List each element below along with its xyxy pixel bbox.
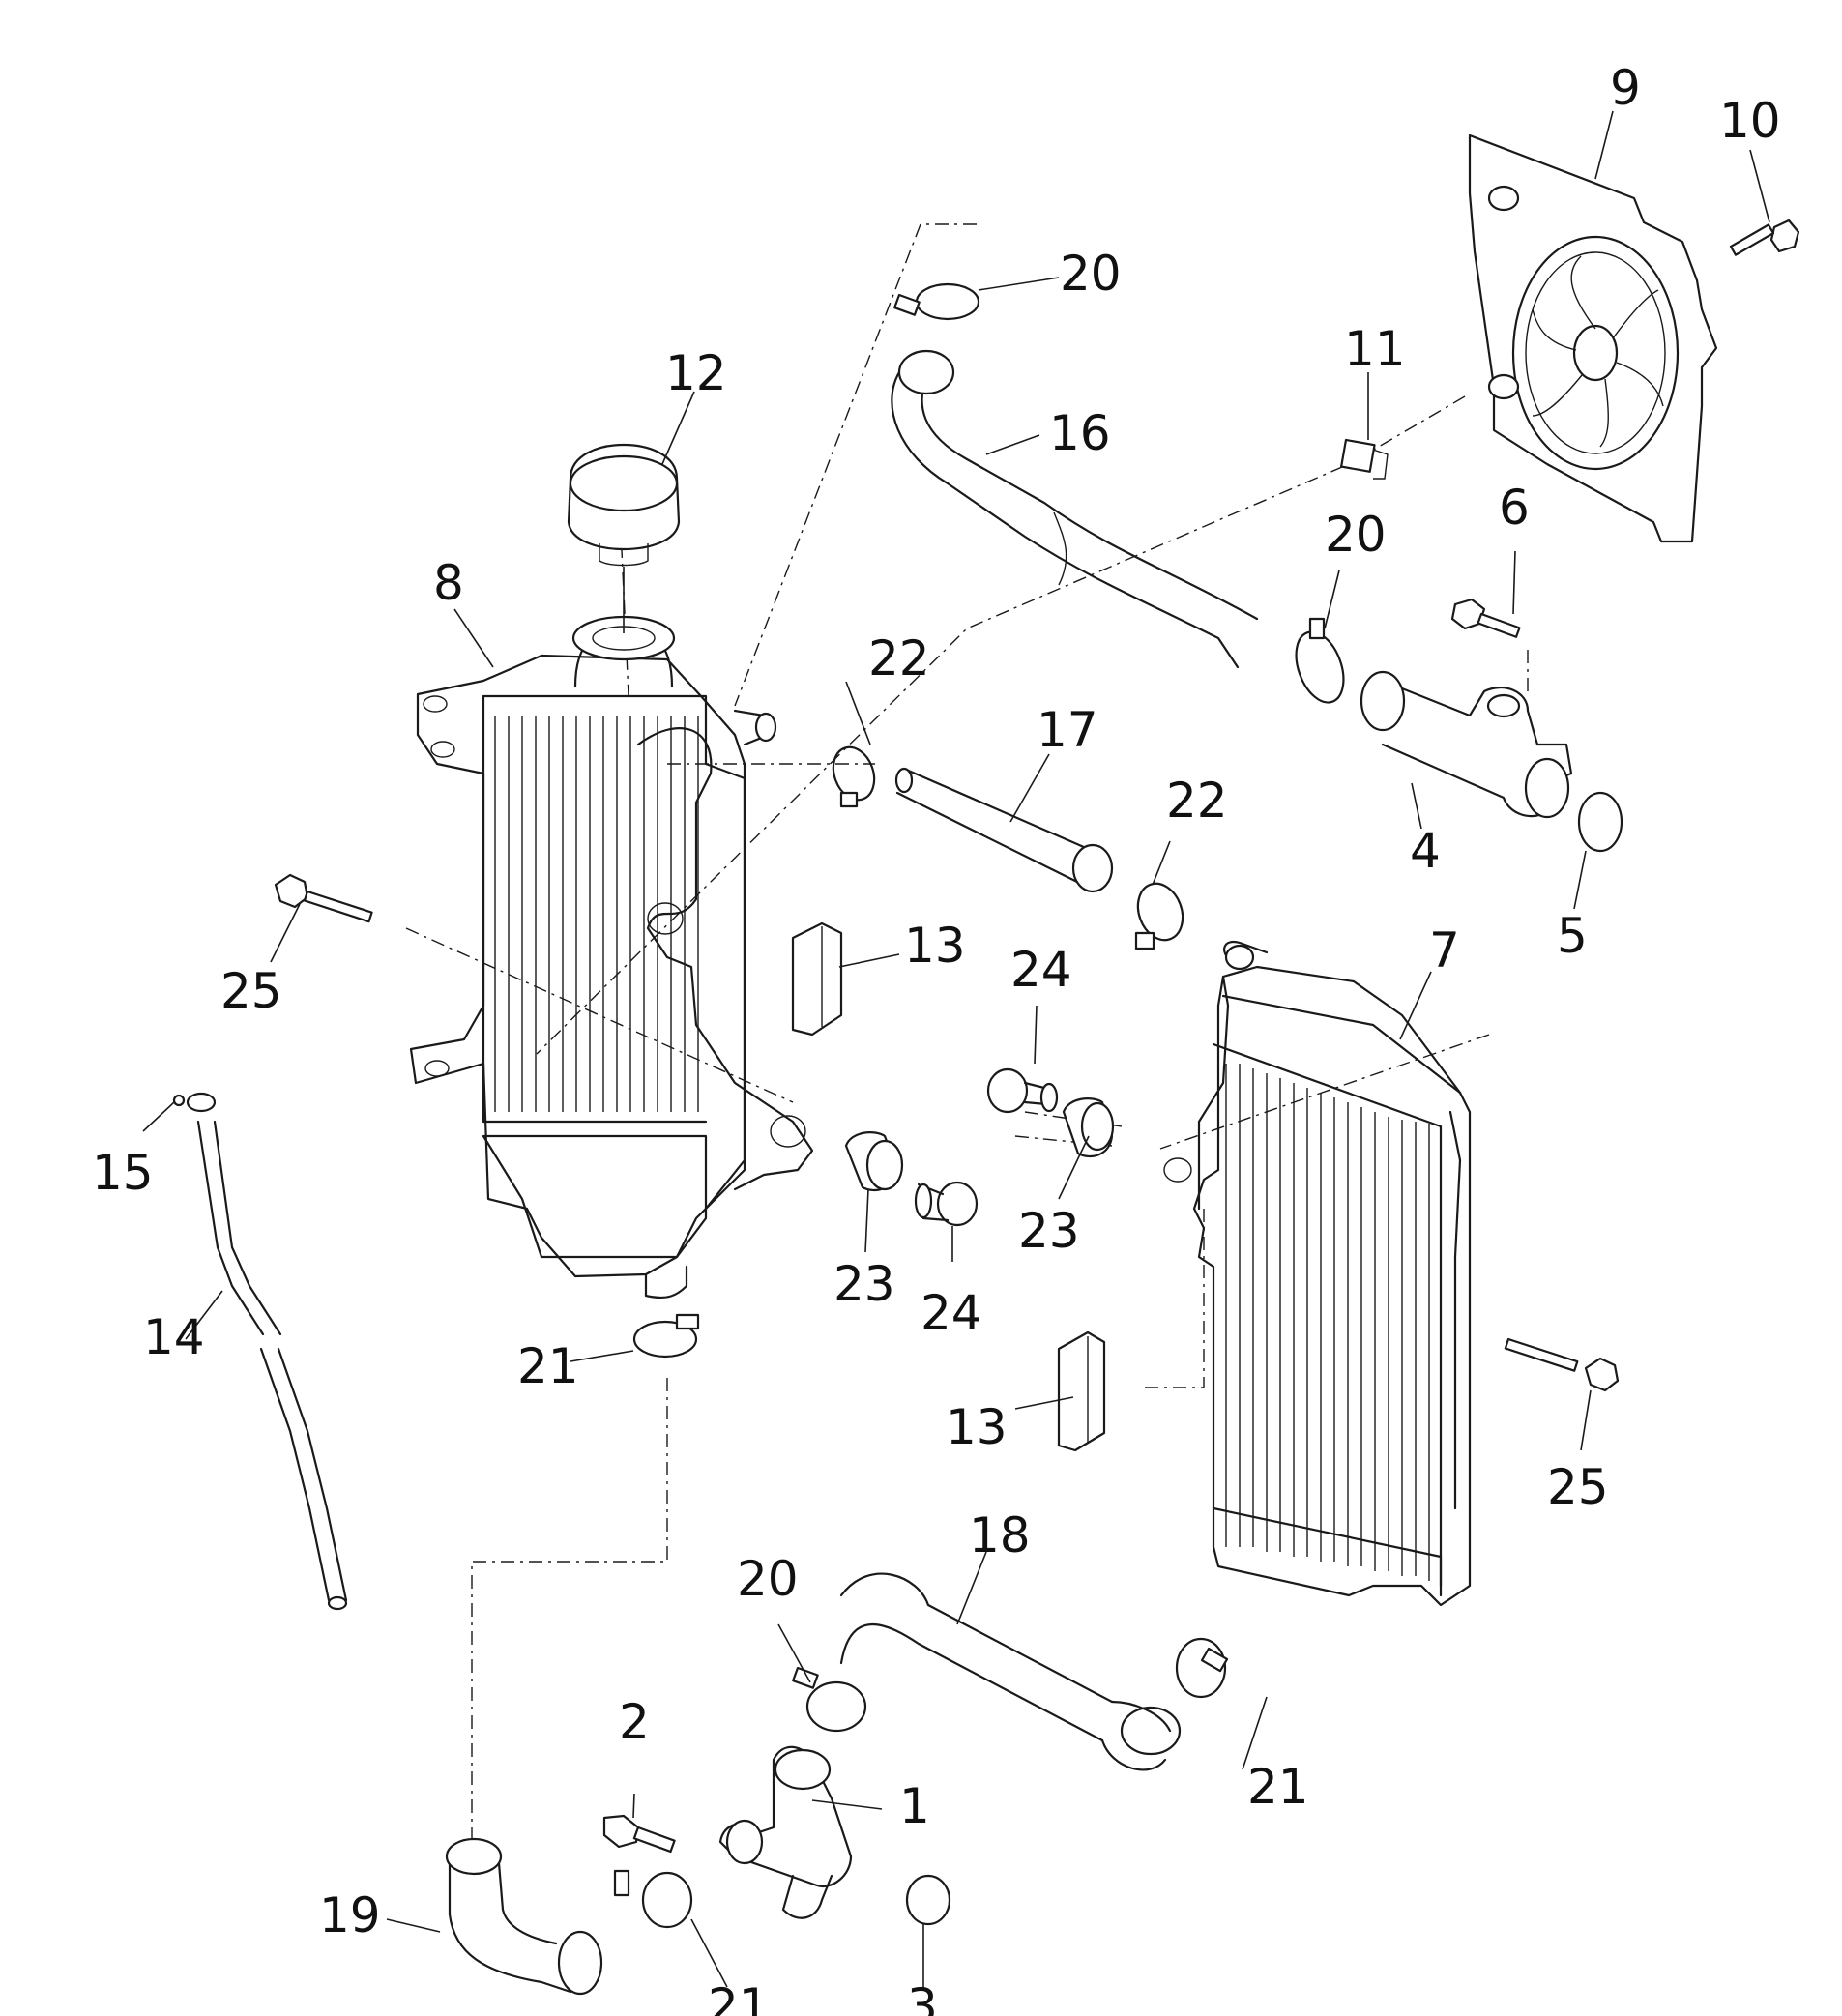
clip-15 — [172, 1092, 217, 1113]
damper-23-left — [844, 1131, 904, 1192]
bolt-6 — [1450, 598, 1521, 638]
right-radiator-fins — [1225, 1064, 1430, 1581]
callout-25-left: 25 — [220, 963, 282, 1019]
callout-20-mid: 20 — [1325, 507, 1387, 563]
lower-cross-hose — [839, 1572, 1182, 1771]
callout-23-right: 23 — [1018, 1203, 1080, 1259]
lower-o-ring — [905, 1874, 951, 1926]
radiator-cap — [567, 443, 681, 633]
water-pipe-fitting — [1360, 670, 1573, 819]
clamp-20-mid — [1295, 617, 1345, 704]
callout-22-right: 22 — [1166, 773, 1228, 829]
callout-10: 10 — [1719, 93, 1781, 149]
callout-8: 8 — [433, 555, 464, 611]
callout-13-upper: 13 — [904, 918, 966, 974]
bolt-25-right — [1504, 1337, 1620, 1392]
water-pump-fitting — [718, 1745, 853, 1919]
lower-left-hose — [445, 1837, 603, 1996]
assembly-guide-lines — [405, 223, 1529, 1842]
callout-13-lower: 13 — [946, 1399, 1008, 1455]
callout-18: 18 — [969, 1507, 1031, 1563]
callout-5: 5 — [1557, 908, 1588, 964]
callout-6: 6 — [1499, 480, 1530, 536]
callout-21-left: 21 — [517, 1338, 579, 1394]
bracket-13-upper — [791, 921, 843, 1037]
right-radiator — [1163, 940, 1472, 1607]
callout-3: 3 — [907, 1978, 938, 2016]
callout-16: 16 — [1049, 405, 1111, 461]
callout-25-right: 25 — [1547, 1459, 1609, 1515]
o-ring — [1577, 791, 1623, 853]
left-radiator-fins — [494, 716, 699, 1112]
clamp-20-top — [893, 282, 980, 321]
clamp-22-right — [1134, 882, 1184, 950]
clamp-22-left — [832, 745, 876, 808]
callout-22-left: 22 — [868, 630, 930, 687]
fan-assembly — [1468, 133, 1718, 543]
bolt-25-left — [274, 873, 373, 923]
collar-24-right — [986, 1067, 1059, 1114]
callout-2: 2 — [619, 1694, 650, 1750]
callout-1: 1 — [899, 1778, 930, 1834]
callout-9: 9 — [1610, 60, 1641, 116]
upper-hose — [891, 349, 1259, 669]
callout-15: 15 — [92, 1145, 154, 1201]
clamp-20-lower — [792, 1666, 867, 1733]
overflow-hose — [196, 1120, 348, 1611]
callout-21-right: 21 — [1247, 1759, 1309, 1815]
clamp-21-right — [1175, 1637, 1229, 1699]
callout-14: 14 — [143, 1309, 205, 1365]
bolt-2 — [602, 1814, 676, 1854]
damper-23-right — [1062, 1097, 1115, 1158]
clip-11 — [1340, 438, 1389, 480]
left-radiator — [409, 615, 814, 1300]
fan-blades — [1532, 255, 1664, 448]
callout-labels: 1 2 3 4 5 6 7 8 9 10 11 12 13 13 14 15 1… — [92, 60, 1781, 2016]
callout-24-lower: 24 — [921, 1285, 982, 1341]
callout-11: 11 — [1344, 321, 1406, 377]
callout-21-bottom: 21 — [708, 1978, 770, 2016]
middle-hose — [894, 767, 1114, 893]
clamp-21-left — [632, 1313, 700, 1359]
callout-7: 7 — [1429, 922, 1460, 979]
callout-4: 4 — [1410, 823, 1441, 879]
callout-24-upper: 24 — [1010, 942, 1072, 998]
callout-12: 12 — [665, 345, 727, 401]
callout-23-left: 23 — [833, 1256, 895, 1312]
callout-17: 17 — [1037, 702, 1098, 758]
callout-20-lower: 20 — [737, 1551, 799, 1607]
callout-20-top: 20 — [1060, 246, 1122, 302]
collar-24-left — [914, 1181, 979, 1227]
bracket-13-lower — [1057, 1330, 1106, 1452]
callout-19: 19 — [319, 1887, 381, 1943]
clamp-21-bottom — [613, 1869, 693, 1929]
leader-lines — [142, 110, 1770, 1988]
bolt-10 — [1729, 219, 1800, 256]
